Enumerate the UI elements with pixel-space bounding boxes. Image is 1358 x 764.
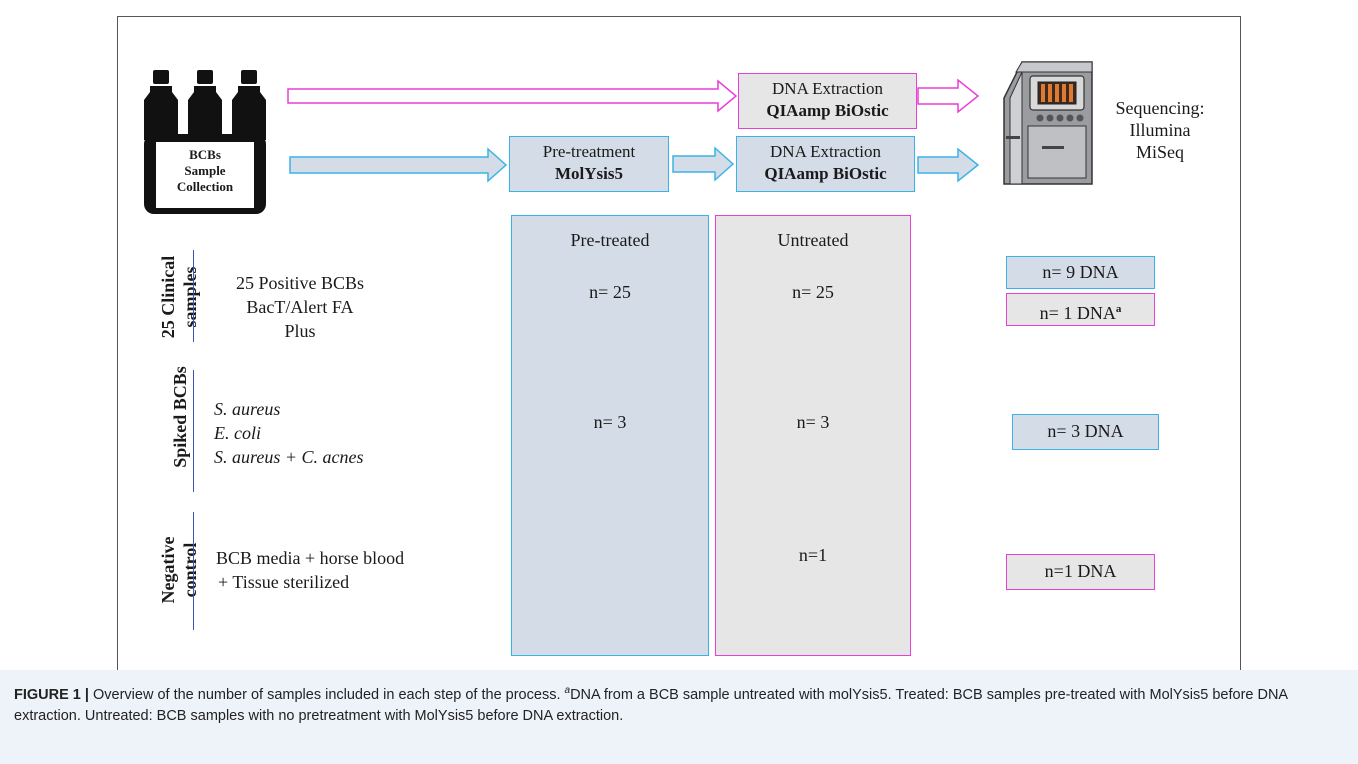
result-negative: n=1 DNA	[1006, 554, 1155, 590]
sample-clinical-3: Plus	[284, 321, 316, 341]
caption-sup: a	[564, 685, 571, 696]
sample-spiked-3: S. aureus + C. acnes	[214, 447, 364, 467]
row-label-negative-line1: Negative	[158, 536, 178, 604]
row-label-spiked-line1: Spiked BCBs	[170, 366, 190, 468]
sequencing-label: Sequencing: Illumina MiSeq	[1105, 97, 1215, 163]
untreated-column: Untreated	[715, 215, 911, 656]
collection-label-line2: Sample	[184, 163, 226, 178]
untreated-header: Untreated	[777, 230, 849, 250]
top-extraction-box: DNA Extraction QIAamp BiOstic	[738, 73, 917, 129]
pretreatment-box: Pre-treatment MolYsis5	[509, 136, 669, 192]
arrow-top-to-sequencer	[917, 78, 980, 114]
result-clinical-1: n= 9 DNA	[1006, 256, 1155, 289]
sequencer-icon	[1003, 61, 1093, 185]
caption-background	[0, 670, 1358, 764]
sample-spiked-1: S. aureus	[214, 399, 281, 419]
collection-label: BCBs Sample Collection	[156, 147, 254, 195]
caption-label: FIGURE 1 |	[14, 686, 89, 703]
caption-text-2: DNA from a BCB sample untreated with mol…	[14, 686, 1288, 724]
row-divider-negative	[193, 512, 194, 630]
pretreated-count-spiked: n= 3	[593, 412, 627, 432]
bottom-extraction-line1: DNA Extraction	[770, 142, 881, 161]
top-extraction-line2: QIAamp BiOstic	[766, 101, 889, 120]
bcb-bottles-icon	[144, 70, 266, 214]
untreated-count-clinical: n= 25	[792, 282, 834, 302]
sequencing-line3: MiSeq	[1135, 142, 1184, 162]
pretreated-count-clinical: n= 25	[589, 282, 631, 302]
bottom-extraction-line2: QIAamp BiOstic	[764, 164, 887, 183]
row-label-negative: Negative control	[157, 510, 205, 630]
sample-negative-2: + Tissue sterilized	[218, 572, 350, 592]
arrow-bottom-to-pretreatment	[289, 147, 508, 183]
sample-clinical-1: 25 Positive BCBs	[235, 273, 365, 293]
collection-label-line3: Collection	[176, 179, 234, 194]
row-label-clinical-line1: 25 Clinical	[158, 255, 178, 339]
arrow-pretreatment-to-extraction	[672, 146, 735, 182]
flow-arrows	[287, 78, 980, 183]
result-spiked-text: n= 3 DNA	[1047, 421, 1124, 441]
result-negative-text: n=1 DNA	[1044, 561, 1117, 581]
caption-text-1: Overview of the number of samples includ…	[88, 686, 565, 703]
row-divider-clinical	[193, 250, 194, 342]
pretreatment-line1: Pre-treatment	[542, 142, 636, 161]
pretreatment-line2: MolYsis5	[555, 164, 623, 183]
collection-label-line1: BCBs	[189, 147, 221, 162]
samples-negative: BCB media + horse blood + Tissue sterili…	[216, 546, 486, 594]
samples-spiked: S. aureus E. coli S. aureus + C. acnes	[214, 397, 464, 469]
pretreated-column: Pre-treated	[511, 215, 709, 656]
row-label-clinical-line2: samples	[180, 266, 200, 328]
result-clinical-2-text: n= 1 DNA	[1039, 303, 1116, 323]
top-extraction-line1: DNA Extraction	[772, 79, 883, 98]
arrow-bottom-to-sequencer	[917, 147, 980, 183]
row-label-negative-line2: control	[180, 542, 200, 598]
result-clinical-2-sup: a	[1115, 303, 1122, 315]
result-spiked: n= 3 DNA	[1012, 414, 1159, 450]
sequencing-line1: Sequencing:	[1115, 98, 1205, 118]
result-clinical-2: n= 1 DNAa	[1006, 293, 1155, 326]
row-label-clinical: 25 Clinical samples	[157, 237, 205, 357]
sample-negative-1: BCB media + horse blood	[216, 548, 405, 568]
sequencing-line2: Illumina	[1129, 120, 1191, 140]
row-label-spiked: Spiked BCBs	[169, 347, 193, 487]
sample-clinical-2: BacT/Alert FA	[246, 297, 354, 317]
untreated-count-spiked: n= 3	[796, 412, 830, 432]
figure-caption: FIGURE 1 | Overview of the number of sam…	[14, 680, 1344, 727]
arrow-top-to-extraction	[287, 79, 738, 113]
row-divider-spiked	[193, 370, 194, 492]
result-clinical-1-text: n= 9 DNA	[1042, 262, 1119, 282]
samples-clinical: 25 Positive BCBs BacT/Alert FA Plus	[205, 271, 395, 343]
untreated-count-negative: n=1	[798, 545, 828, 565]
pretreated-header: Pre-treated	[570, 230, 650, 250]
bottom-extraction-box: DNA Extraction QIAamp BiOstic	[736, 136, 915, 192]
sample-spiked-2: E. coli	[214, 423, 261, 443]
